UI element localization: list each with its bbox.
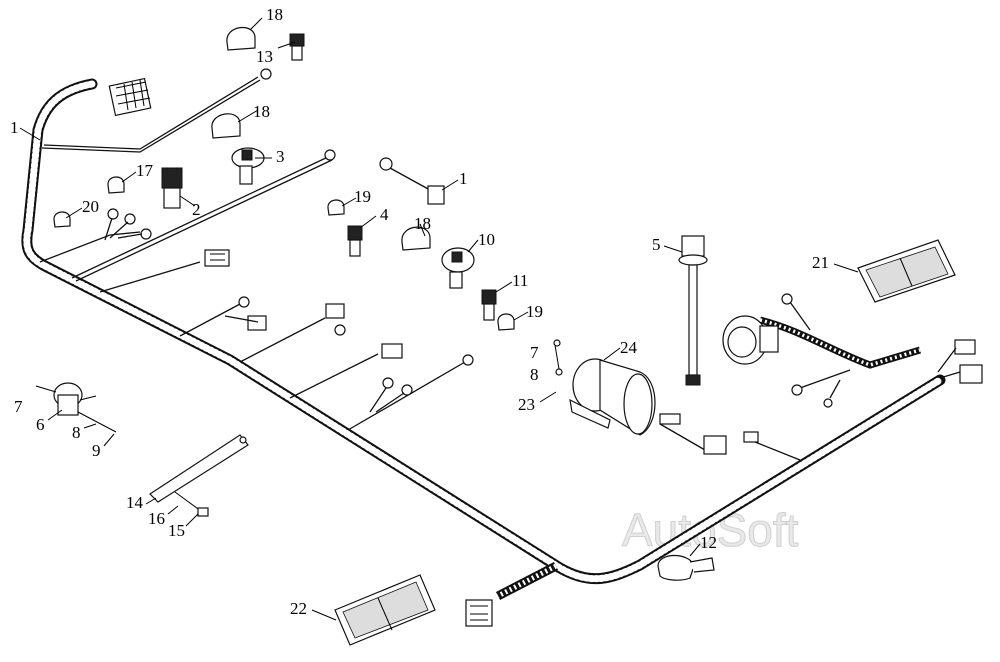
main-harness-loom — [21, 78, 946, 600]
callout-21: 21 — [812, 253, 829, 272]
callout-6: 6 — [36, 415, 45, 434]
pressure-sensor-3 — [231, 147, 265, 185]
callout-numbers: 18 13 1 18 3 17 2 20 1 19 4 18 10 5 21 1… — [10, 5, 829, 618]
callout-3: 3 — [276, 147, 285, 166]
callout-10: 10 — [478, 230, 495, 249]
callout-1: 1 — [459, 169, 468, 188]
sensor-13 — [289, 33, 305, 61]
pressure-sensor-10 — [441, 247, 475, 289]
callout-22: 22 — [290, 599, 307, 618]
tail-lamp-21 — [857, 239, 956, 303]
callout-24: 24 — [620, 338, 638, 357]
rubber-cap-18c — [401, 226, 431, 251]
cap-19b — [497, 313, 515, 331]
cap-19a — [327, 199, 345, 216]
horn-24 — [569, 358, 656, 436]
callout-13: 13 — [256, 47, 273, 66]
callout-4: 4 — [380, 205, 389, 224]
callout-8: 8 — [72, 423, 81, 442]
callout-18: 18 — [266, 5, 283, 24]
rubber-cap-18a — [226, 27, 256, 51]
callout-12: 12 — [700, 533, 717, 552]
callout-2: 2 — [192, 200, 201, 219]
callout-8: 8 — [530, 365, 539, 384]
callout-5: 5 — [652, 235, 661, 254]
bracket-14 — [149, 434, 249, 517]
callout-11: 11 — [512, 271, 528, 290]
tail-lamp-22 — [334, 574, 436, 646]
callout-1: 1 — [10, 118, 19, 137]
callout-14: 14 — [126, 493, 144, 512]
sensor-4 — [347, 225, 363, 257]
clamp-12 — [657, 554, 715, 581]
callout-19: 19 — [354, 187, 371, 206]
ground-cable-1 — [379, 157, 445, 205]
callout-7: 7 — [14, 397, 23, 416]
washer-8a — [555, 368, 563, 376]
callout-17: 17 — [136, 161, 154, 180]
switch-2 — [161, 167, 183, 209]
harness-top-connector — [108, 77, 152, 117]
callout-20: 20 — [82, 197, 99, 216]
cap-20 — [53, 211, 71, 228]
round-connector — [722, 315, 779, 365]
callout-15: 15 — [168, 521, 185, 540]
cap-17 — [107, 176, 125, 194]
callout-19: 19 — [526, 302, 543, 321]
callout-7: 7 — [530, 343, 539, 362]
callout-leaders — [19, 17, 859, 621]
callout-18: 18 — [414, 214, 431, 233]
callout-16: 16 — [148, 509, 165, 528]
watermark: AutoSoft — [622, 504, 799, 556]
callout-18: 18 — [253, 102, 270, 121]
relay-6 — [35, 382, 117, 433]
rubber-cap-18b — [211, 113, 241, 139]
level-sensor-5 — [678, 235, 708, 386]
callout-23: 23 — [518, 395, 535, 414]
sensor-11 — [481, 289, 497, 321]
branch-wires — [39, 68, 983, 627]
callout-9: 9 — [92, 441, 101, 460]
